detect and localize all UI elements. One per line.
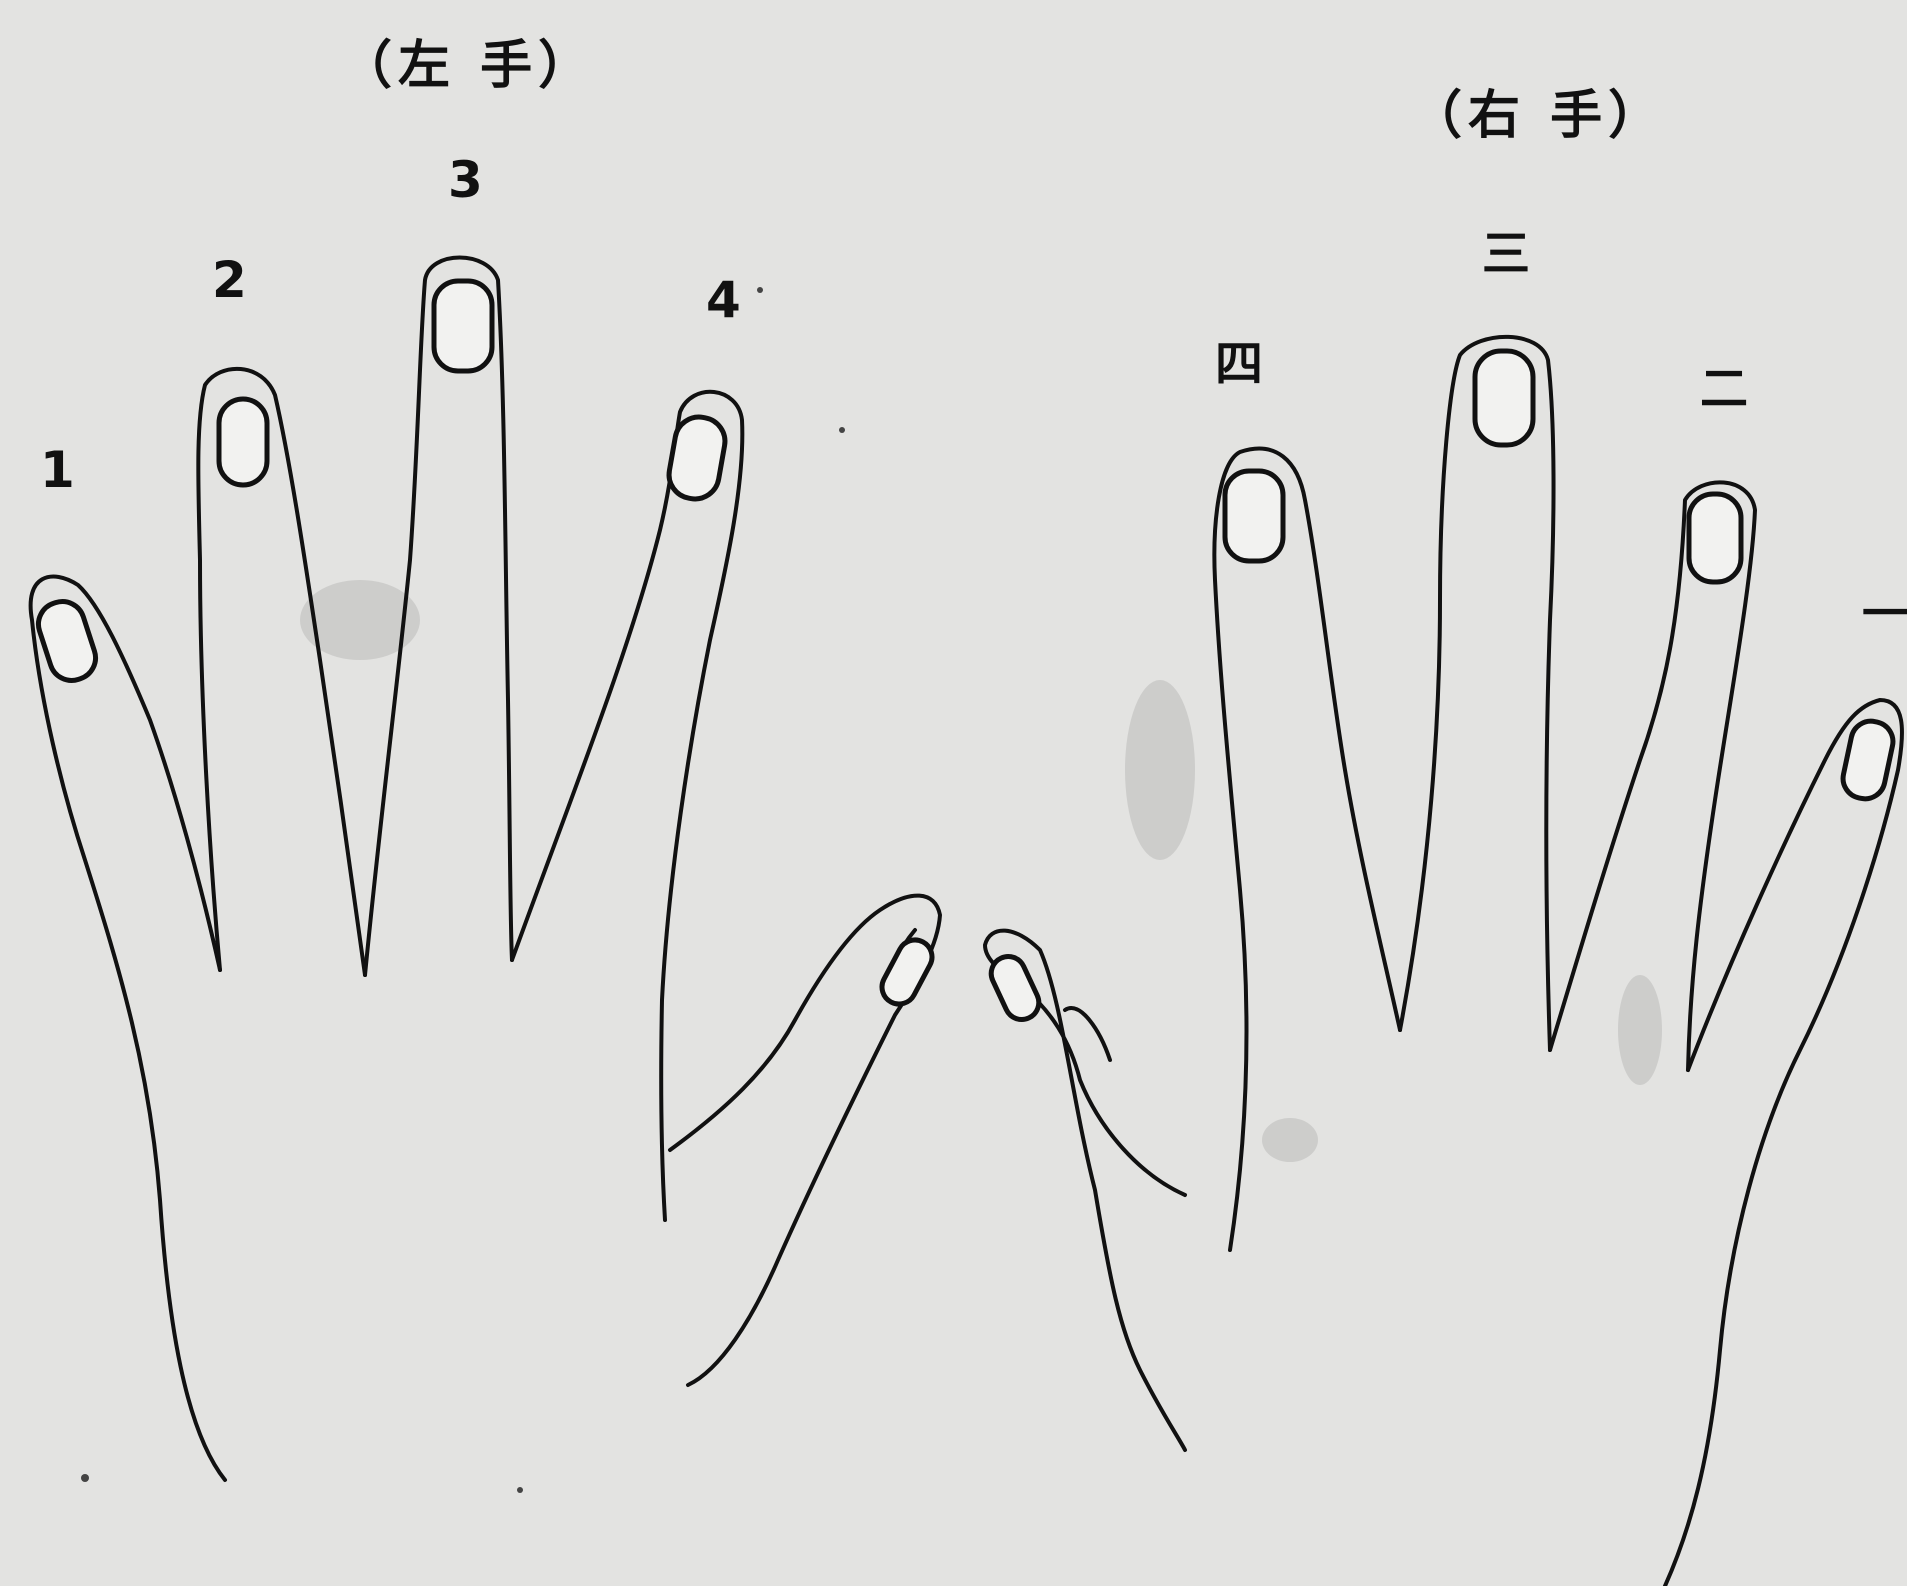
left-nail-1: [33, 596, 101, 686]
left-nail-3: [434, 281, 492, 371]
left-finger-label-1: 1: [40, 445, 75, 495]
left-hand-title: （左 手）: [340, 40, 596, 92]
left-nail-thumb: [876, 934, 938, 1010]
right-nail-3: [1475, 351, 1533, 445]
left-hand-nails: [33, 281, 938, 1010]
left-nail-4: [665, 413, 728, 502]
right-hand-title: （右 手）: [1410, 90, 1666, 142]
left-finger-label-2: 2: [212, 255, 247, 305]
right-hand-nails: [986, 351, 1897, 1025]
right-finger-label-1: 一: [1862, 590, 1907, 638]
right-hand-outline: [985, 337, 1902, 1586]
left-nail-2: [219, 399, 267, 485]
right-finger-label-3: 三: [1482, 230, 1530, 278]
left-hand-outline: [31, 258, 940, 1481]
right-nail-4: [1225, 471, 1283, 561]
right-finger-label-2: 二: [1700, 365, 1748, 413]
left-finger-label-3: 3: [448, 155, 483, 205]
left-finger-label-4: 4: [706, 275, 741, 325]
right-nail-1: [1839, 717, 1896, 802]
right-finger-label-4: 四: [1215, 340, 1263, 388]
paper-stains: [81, 287, 1662, 1493]
right-nail-2: [1689, 494, 1741, 582]
right-nail-thumb: [986, 951, 1045, 1025]
